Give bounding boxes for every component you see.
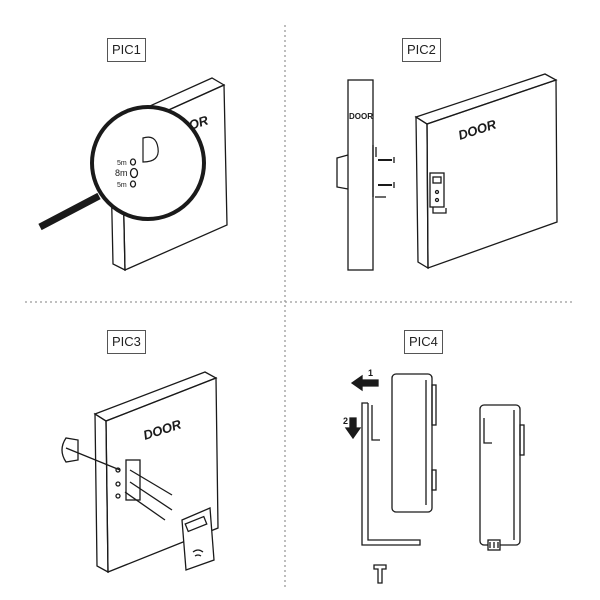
- side-door-text: DOOR: [349, 112, 373, 121]
- step-1-label: 1: [368, 368, 373, 378]
- hole-label: 5m: [117, 182, 127, 189]
- pic3-door: DOOR: [61, 371, 219, 574]
- step-2-label: 2: [343, 416, 348, 426]
- arrow-down-icon: [344, 417, 362, 440]
- pic4-steps: 1 2: [343, 368, 525, 584]
- hole-label: 5m: [117, 160, 127, 167]
- door-text: DOOR: [141, 416, 183, 443]
- pic2-label: PIC2: [402, 38, 441, 62]
- keypad-lock-icon: [181, 507, 215, 571]
- door-text: DOOR: [456, 116, 498, 143]
- hole-label: 8m: [115, 168, 128, 178]
- pic3-label: PIC3: [107, 330, 146, 354]
- pic1-label: PIC1: [107, 38, 146, 62]
- pic4-label: PIC4: [404, 330, 443, 354]
- arrow-left-icon: [350, 374, 379, 392]
- pic2-door: DOOR: [414, 73, 558, 270]
- magnifier-icon: 5m 8m 5m: [38, 105, 206, 231]
- pic2-side-view: DOOR: [336, 79, 395, 271]
